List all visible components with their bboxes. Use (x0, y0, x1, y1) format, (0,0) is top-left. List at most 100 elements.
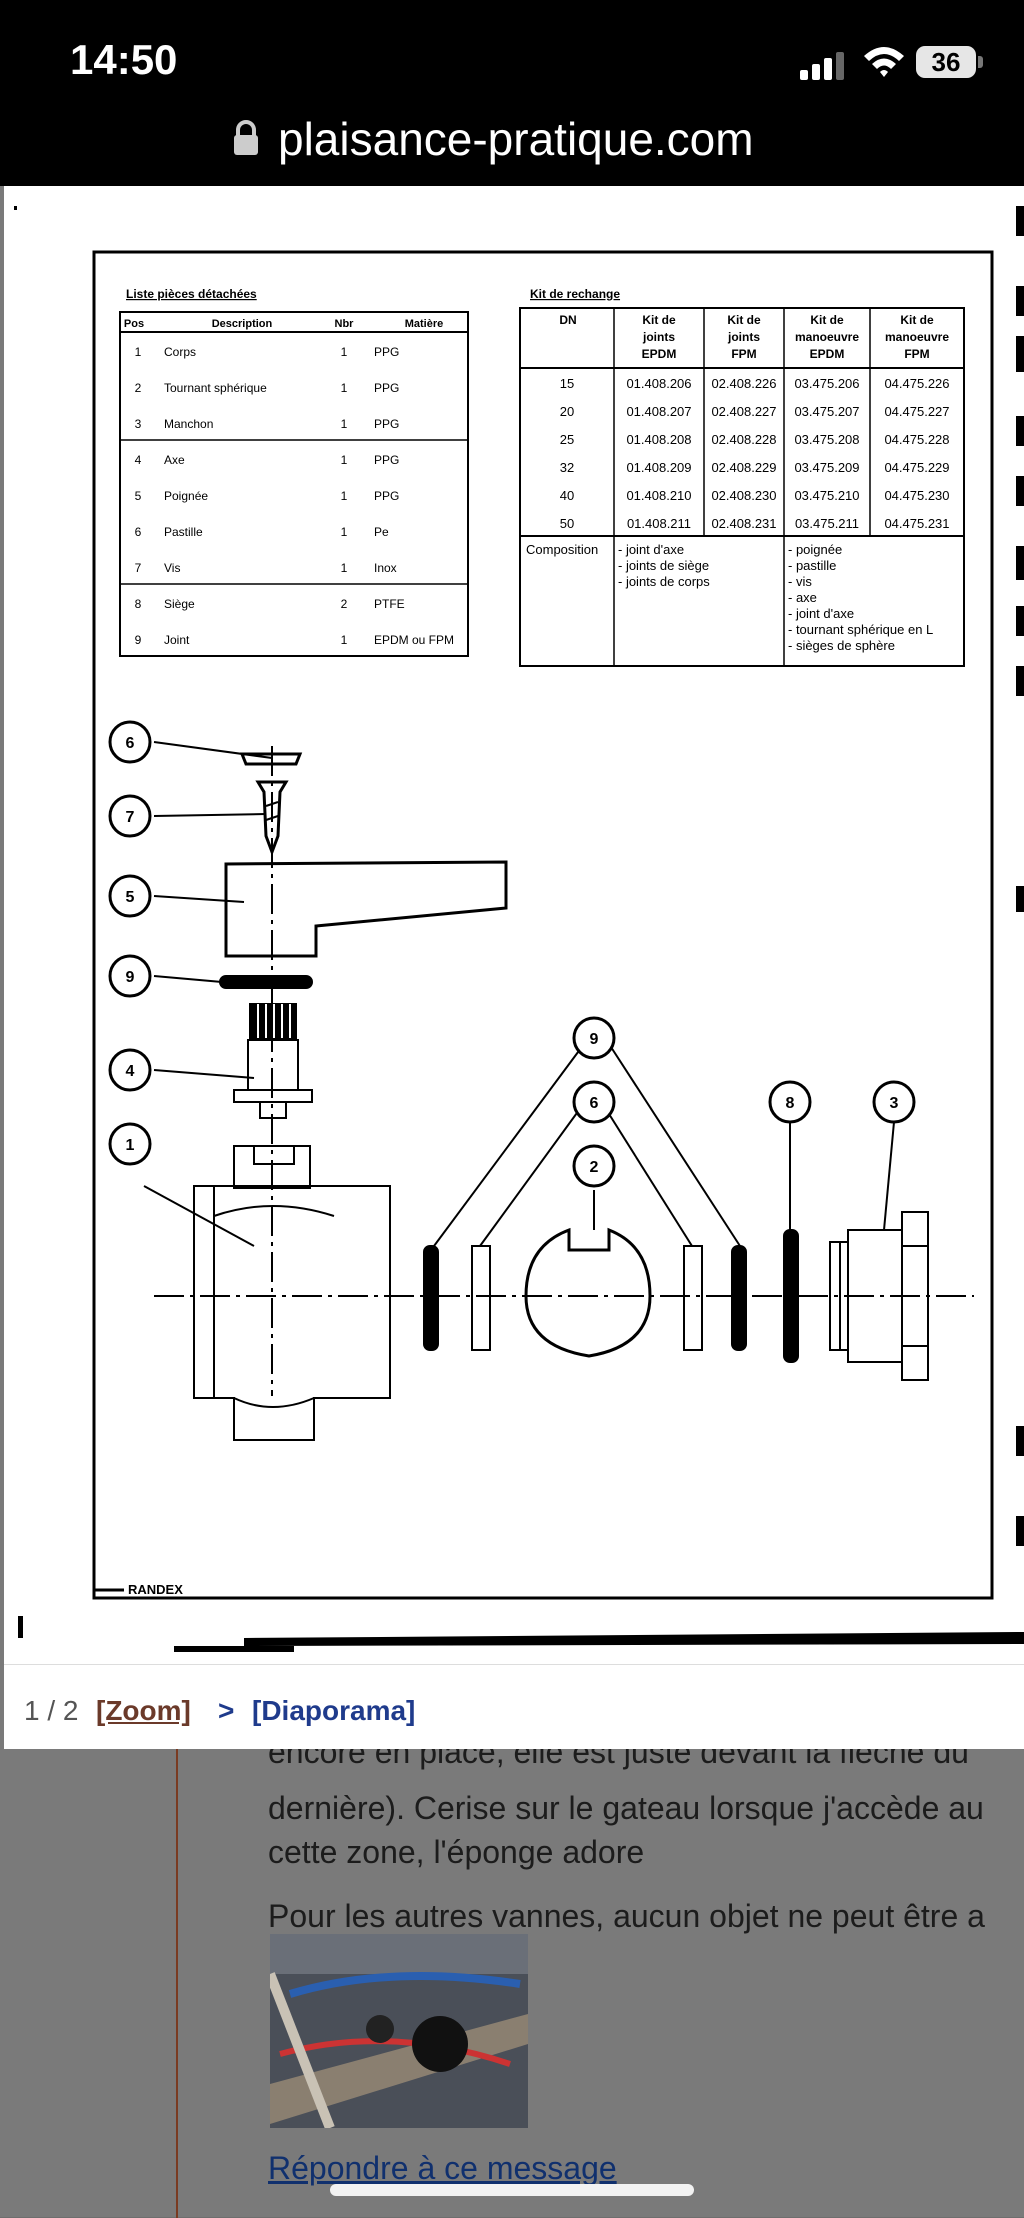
kit-header: manoeuvre (885, 330, 949, 344)
kit-cell-ref: 02.408.230 (711, 488, 776, 503)
kit-header: EPDM (642, 347, 677, 361)
url-text: plaisance-pratique.com (278, 113, 754, 165)
parts-cell-pos: 5 (135, 489, 142, 503)
parts-cell-material: Inox (374, 561, 397, 575)
parts-cell-pos: 7 (135, 561, 142, 575)
parts-cell-pos: 6 (135, 525, 142, 539)
callout-circle (572, 1080, 616, 1124)
parts-cell-material: Pe (374, 525, 389, 539)
callout-circle (768, 1080, 812, 1124)
article-photo-thumbnail[interactable] (270, 1934, 528, 2128)
parts-cell-material: PTFE (374, 597, 405, 611)
parts-cell-qty: 1 (341, 381, 348, 395)
parts-cell-qty: 1 (341, 489, 348, 503)
article-text: encore en place, elle est juste devant l… (268, 1730, 1024, 1950)
composition-manoeuvre-item: - sièges de sphère (788, 638, 895, 653)
parts-table-header: Pos (124, 318, 144, 330)
parts-cell-qty: 1 (341, 561, 348, 575)
zoom-link[interactable]: [Zoom] (96, 1695, 191, 1726)
kit-cell-ref: 02.408.226 (711, 376, 776, 391)
battery-level: 36 (916, 46, 976, 78)
kit-cell-ref: 03.475.211 (795, 516, 859, 531)
reply-link[interactable]: Répondre à ce message (268, 2150, 617, 2186)
kit-cell-ref: 01.408.209 (626, 460, 691, 475)
kit-header: Kit de (810, 313, 844, 327)
callout-number: 4 (126, 1063, 135, 1080)
composition-manoeuvre-item: - tournant sphérique en L (788, 622, 933, 637)
kit-header: Kit de (900, 313, 934, 327)
callout-circle (108, 1048, 152, 1092)
parts-cell-material: PPG (374, 453, 399, 467)
kit-cell-ref: 01.408.210 (626, 488, 691, 503)
callout-number: 6 (126, 735, 135, 752)
parts-cell-description: Poignée (164, 489, 208, 503)
kit-header: FPM (731, 347, 756, 361)
parts-cell-description: Vis (164, 561, 180, 575)
parts-cell-description: Tournant sphérique (164, 381, 267, 395)
kit-cell-ref: 04.475.229 (884, 460, 949, 475)
parts-table-header: Nbr (335, 318, 355, 330)
composition-manoeuvre-item: - joint d'axe (788, 606, 854, 621)
kit-cell-dn: 32 (560, 460, 574, 475)
wifi-icon (864, 47, 904, 77)
parts-table-title: Liste pièces détachées (126, 287, 257, 301)
kit-cell-ref: 01.408.207 (626, 404, 691, 419)
chevron-right-icon: > (218, 1695, 235, 1726)
kit-cell-ref: 01.408.211 (627, 516, 691, 531)
parts-cell-description: Joint (164, 633, 190, 647)
parts-cell-qty: 1 (341, 453, 348, 467)
kit-cell-ref: 04.475.227 (884, 404, 949, 419)
article-line: cette zone, l'éponge adore (268, 1834, 645, 1870)
kit-header: joints (727, 330, 760, 344)
kit-cell-ref: 03.475.206 (794, 376, 859, 391)
callout-number: 1 (126, 1137, 135, 1154)
callout-circle (108, 794, 152, 838)
composition-joints-item: - joints de corps (618, 574, 710, 589)
article-line: dernière). Cerise sur le gateau lorsque … (268, 1790, 984, 1826)
page-counter: 1 / 2 (24, 1695, 79, 1726)
callout-circle (108, 954, 152, 998)
kit-cell-ref: 03.475.208 (794, 432, 859, 447)
kit-cell-ref: 02.408.228 (711, 432, 776, 447)
kit-cell-ref: 04.475.230 (884, 488, 949, 503)
status-time: 14:50 (70, 36, 178, 83)
callout-number: 5 (126, 889, 135, 906)
kit-cell-ref: 03.475.209 (794, 460, 859, 475)
kit-header: joints (642, 330, 675, 344)
parts-cell-pos: 3 (135, 417, 142, 431)
slideshow-link[interactable]: [Diaporama] (252, 1695, 416, 1726)
parts-cell-pos: 4 (135, 453, 142, 467)
parts-cell-pos: 9 (135, 633, 142, 647)
parts-cell-material: PPG (374, 345, 399, 359)
parts-cell-description: Siège (164, 597, 195, 611)
parts-cell-qty: 2 (341, 597, 348, 611)
status-bar: 14:50 36 plaisance-pratique.com (0, 0, 1024, 186)
callout-number: 3 (890, 1095, 899, 1112)
kit-header-dn: DN (559, 313, 576, 327)
kit-cell-ref: 04.475.228 (884, 432, 949, 447)
kit-cell-dn: 25 (560, 432, 574, 447)
parts-cell-qty: 1 (341, 525, 348, 539)
parts-cell-material: EPDM ou FPM (374, 633, 454, 647)
kit-table-border (519, 307, 965, 667)
home-indicator[interactable] (330, 2184, 694, 2196)
callout-circle (572, 1144, 616, 1188)
callout-circle (572, 1016, 616, 1060)
parts-cell-pos: 2 (135, 381, 142, 395)
composition-joints-item: - joint d'axe (618, 542, 684, 557)
kit-cell-ref: 02.408.227 (711, 404, 776, 419)
address-bar[interactable]: plaisance-pratique.com (0, 108, 1024, 168)
callout-number: 8 (786, 1095, 795, 1112)
composition-manoeuvre-item: - axe (788, 590, 817, 605)
lock-icon (234, 120, 258, 155)
callout-circle (108, 874, 152, 918)
parts-cell-qty: 1 (341, 345, 348, 359)
kit-cell-dn: 15 (560, 376, 574, 391)
parts-table-header: Description (212, 318, 273, 330)
kit-cell-dn: 40 (560, 488, 574, 503)
kit-cell-ref: 02.408.229 (711, 460, 776, 475)
